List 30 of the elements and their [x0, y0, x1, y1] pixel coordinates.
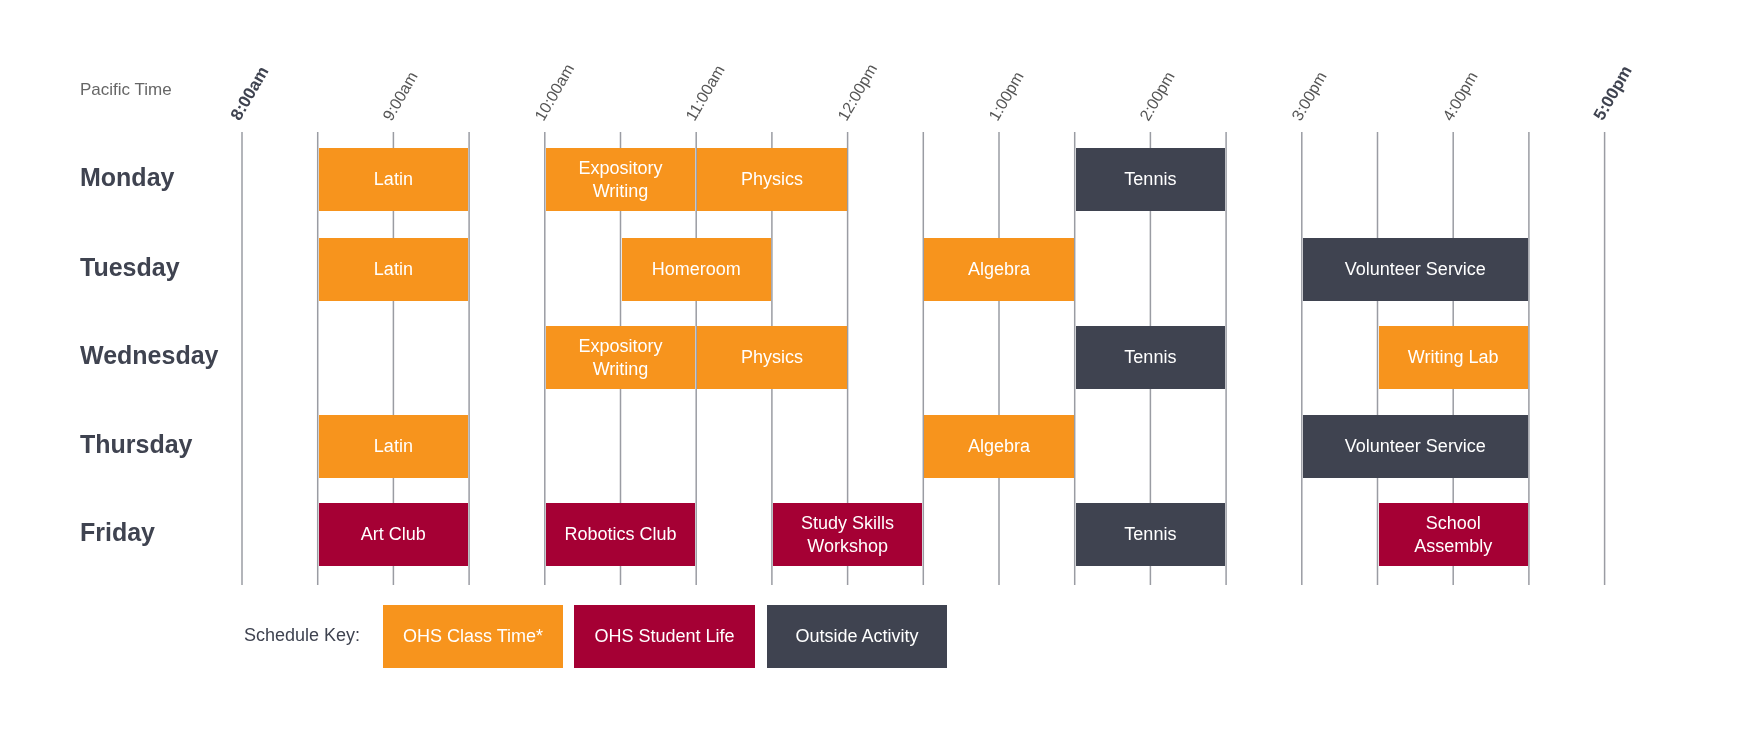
schedule-block: Latin: [318, 238, 469, 301]
schedule-block: Homeroom: [621, 238, 771, 301]
schedule-block: School Assembly: [1378, 503, 1528, 566]
schedule-block: Latin: [318, 148, 469, 211]
schedule-block: Volunteer Service: [1302, 238, 1528, 301]
schedule-block: Volunteer Service: [1302, 415, 1528, 478]
day-label: Wednesday: [80, 341, 219, 370]
day-label: Thursday: [80, 430, 193, 459]
legend-swatch: Outside Activity: [767, 605, 947, 668]
schedule-block: Physics: [697, 148, 847, 211]
schedule-block: Tennis: [1075, 148, 1226, 211]
schedule-block: Physics: [697, 326, 847, 389]
schedule-block: Study Skills Workshop: [772, 503, 923, 566]
legend-swatch: OHS Class Time*: [383, 605, 563, 668]
schedule-block: Algebra: [924, 415, 1074, 478]
schedule-block: Tennis: [1075, 326, 1226, 389]
schedule-block: Algebra: [924, 238, 1074, 301]
schedule-block: Writing Lab: [1378, 326, 1528, 389]
schedule-block: Expository Writing: [545, 148, 696, 211]
schedule-block: Expository Writing: [545, 326, 696, 389]
day-label: Tuesday: [80, 253, 180, 282]
legend-title: Schedule Key:: [244, 625, 361, 646]
legend-swatch: OHS Student Life: [574, 605, 755, 668]
timezone-label: Pacific Time: [80, 80, 172, 100]
schedule-block: Robotics Club: [545, 503, 696, 566]
day-label: Friday: [80, 518, 156, 547]
day-label: Monday: [80, 163, 175, 192]
schedule-block: Tennis: [1075, 503, 1226, 566]
schedule-block: Latin: [318, 415, 469, 478]
schedule-block: Art Club: [318, 503, 469, 566]
